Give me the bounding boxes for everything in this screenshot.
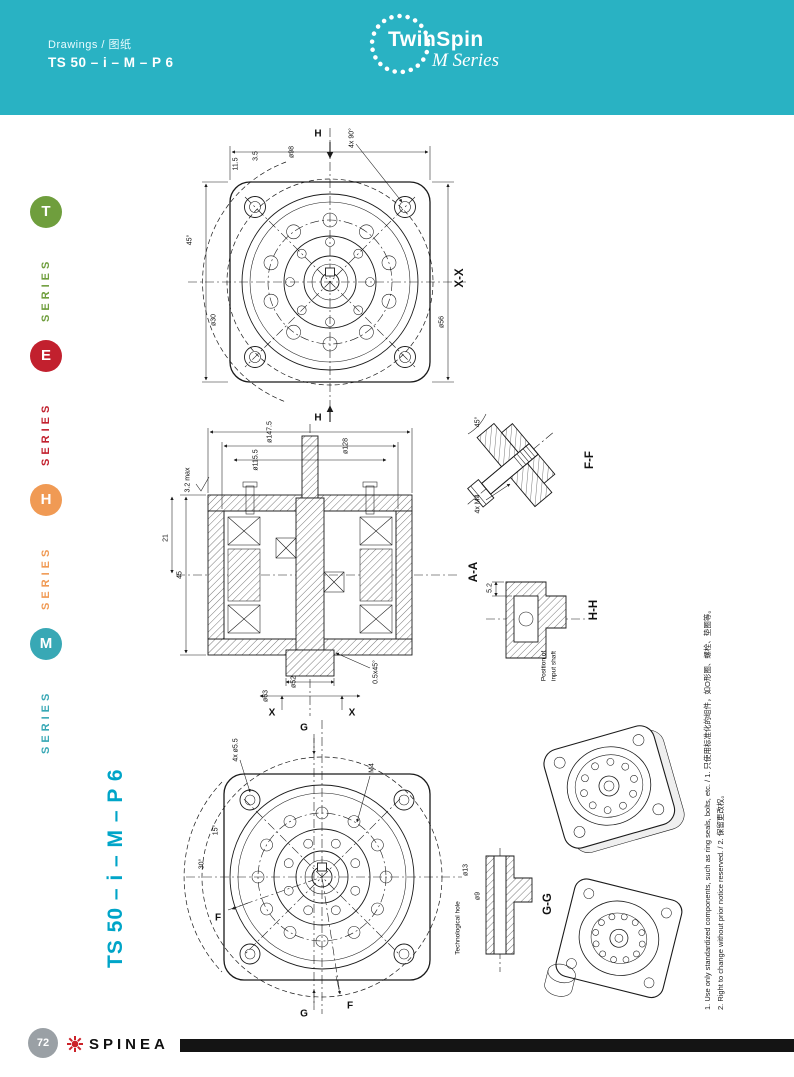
section-label: H-H — [588, 599, 600, 621]
bearing-sections — [227, 516, 393, 634]
series-badge: H — [30, 484, 62, 516]
logo-series-label: M Series — [432, 50, 500, 71]
spinea-wordmark: SPINEA — [89, 1035, 169, 1053]
page-title: TS 50 – i – M – P 6 — [48, 55, 174, 70]
dim-label: 45° — [186, 234, 194, 246]
dim-label: ø52 — [290, 675, 298, 689]
corner-bolt-holes — [244, 196, 416, 368]
section-label: H — [314, 412, 322, 424]
dim-label: ø147.5 — [266, 421, 274, 443]
series-label: SERIES — [40, 401, 52, 466]
sidebar-series-e: E SERIES — [30, 340, 62, 466]
section-lines — [227, 734, 371, 1010]
iso-view-bottom — [532, 866, 702, 1026]
dim-label: 11.5 — [232, 157, 240, 171]
section-label: H — [314, 128, 322, 140]
section-view-aa-drawing: ø147.5 ø128 ø115.5 3.2 max 45 21 ø52 ø63 0.5x45°… — [130, 420, 490, 720]
dim-label: 45° — [474, 416, 482, 428]
series-label: SERIES — [40, 689, 52, 754]
spinea-gear-icon — [67, 1036, 83, 1052]
dim-label: ø115.5 — [252, 449, 260, 471]
dim-label: 30° — [198, 858, 206, 870]
front-view-svg — [188, 128, 466, 422]
sidebar-series-h: H SERIES — [30, 484, 62, 610]
series-label: SERIES — [40, 545, 52, 610]
dim-label: ø98 — [288, 145, 296, 159]
iso-view-top-svg — [543, 725, 685, 853]
series-label: SERIES — [40, 257, 52, 322]
sidebar-series-t: T SERIES — [30, 196, 62, 322]
corner-bolt-holes — [239, 789, 415, 965]
header-bar: Drawings / 图纸 TS 50 – i – M – P 6 TwinSp… — [0, 0, 794, 115]
dim-label: ø56 — [438, 315, 446, 329]
dim-label: 15° — [212, 824, 220, 836]
dim-label: 4x 90° — [348, 128, 356, 148]
section-label: X — [268, 707, 276, 719]
rim-section — [485, 848, 533, 972]
dim-label: 4x M4 — [474, 494, 482, 514]
note-line-1: 1. Use only standardized components, suc… — [703, 606, 712, 1010]
detail-ff-svg — [467, 413, 556, 508]
section-label: F — [346, 1000, 354, 1012]
dim-label: Position of — [540, 650, 548, 682]
flange-front-view — [188, 128, 466, 422]
iso-flange — [543, 725, 685, 853]
logo-dots-icon — [369, 13, 431, 75]
detail-hh-svg — [486, 581, 586, 659]
dim-label: 5.2 — [486, 583, 494, 593]
series-sidebar: T SERIES E SERIES H SERIES M SERIES — [16, 196, 76, 754]
footer-bar — [180, 1039, 794, 1052]
series-badge: E — [30, 340, 62, 372]
section-label: F-F — [584, 451, 596, 469]
bottom-view-svg — [183, 720, 462, 1014]
section-label: X-X — [454, 268, 466, 288]
logo-wordmark: TwinSpin — [388, 28, 484, 51]
dim-label: Technological hole — [454, 901, 462, 955]
dim-label: ø30 — [210, 313, 218, 327]
dim-label: ø63 — [262, 689, 270, 703]
housing-section — [170, 424, 460, 716]
dim-label: ø9 — [474, 891, 482, 901]
dim-label: 0.5x45° — [372, 660, 380, 684]
section-label: G — [300, 1008, 308, 1020]
series-badge: M — [30, 628, 62, 660]
dim-label: ø128 — [342, 438, 350, 454]
dim-label: 3.5 — [252, 151, 260, 161]
section-view-svg — [170, 424, 460, 716]
note-line-2: 2. Right to change without prior notice … — [715, 791, 725, 1010]
bolt-detail — [467, 413, 556, 508]
dimension-lines — [170, 428, 413, 710]
dim-label: ø13 — [462, 863, 470, 877]
flange-front-view — [183, 720, 462, 1014]
series-badge: T — [30, 196, 62, 228]
dim-label: 3.2 max — [184, 467, 192, 493]
section-label: F — [214, 912, 222, 924]
iso-flange-rear — [544, 878, 683, 999]
detail-gg-svg — [485, 848, 533, 972]
twinspin-logo: TwinSpin M Series — [362, 6, 552, 92]
section-label: G — [300, 722, 308, 734]
dim-label: 4x ø5.5 — [232, 738, 240, 762]
iso-view-bottom-svg — [544, 878, 683, 999]
dim-label: input shaft — [550, 651, 558, 681]
breadcrumb: Drawings / 图纸 — [48, 39, 132, 51]
notes: 1. Use only standardized components, suc… — [702, 606, 728, 1010]
section-label: X — [348, 707, 356, 719]
dim-label: 21 — [162, 534, 170, 542]
shaft-detail — [486, 581, 586, 659]
model-vertical-label: TS 50 – i – M – P 6 — [104, 768, 127, 968]
detail-ff-drawing: 45° 4x M4 F-F — [452, 398, 602, 533]
sidebar-series-m: M SERIES — [30, 628, 62, 754]
dim-label: 45 — [176, 571, 184, 579]
dimension-lines — [202, 142, 454, 422]
iso-view-top — [524, 716, 694, 861]
spinea-logo: SPINEA — [66, 1034, 169, 1054]
dim-label: M4 — [368, 763, 376, 773]
page-number-badge: 72 — [28, 1028, 58, 1058]
